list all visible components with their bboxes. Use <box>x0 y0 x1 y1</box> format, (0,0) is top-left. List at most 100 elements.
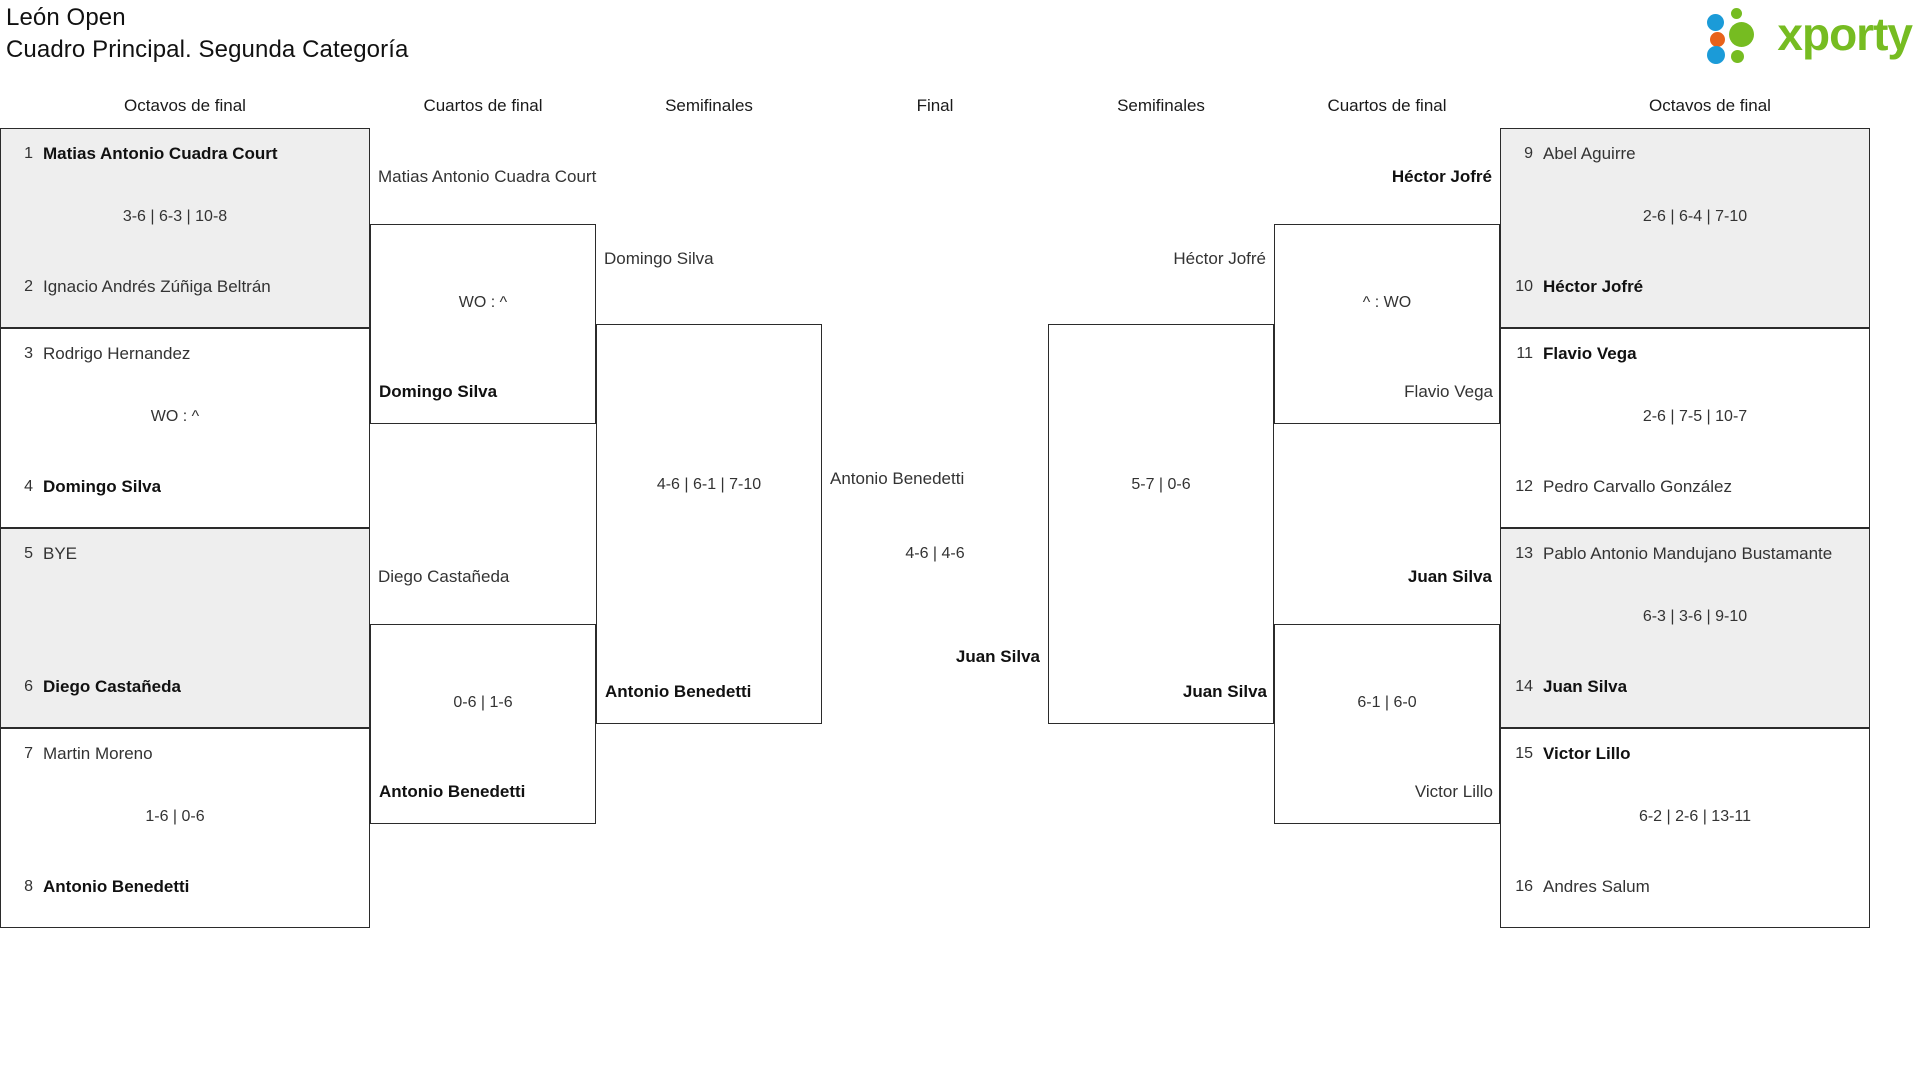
round-header-left-r16: Octavos de final <box>124 96 246 115</box>
round-header-final: Final <box>916 96 954 115</box>
qf-left-2-player-bottom: Antonio Benedetti <box>379 782 526 801</box>
match-player-top: 5 BYE <box>9 541 361 567</box>
player-name: Domingo Silva <box>43 477 162 496</box>
seed-number: 2 <box>24 278 33 295</box>
match-player-bottom: 16 Andres Salum <box>1509 874 1861 900</box>
match-box-final[interactable]: Antonio Benedetti 4-6 | 4-6 Juan Silva <box>822 424 1048 666</box>
qf-right-1-player-top: Héctor Jofré <box>1391 167 1492 186</box>
final-player-bottom: Juan Silva <box>955 647 1040 666</box>
player-name: Andres Salum <box>1543 877 1650 896</box>
match-box-right-r16-4[interactable]: 15 Victor Lillo 6-2 | 2-6 | 13-11 16 And… <box>1500 728 1870 928</box>
match-score: 4-6 | 4-6 <box>905 545 965 562</box>
match-player-bottom: 8 Antonio Benedetti <box>9 874 361 900</box>
qf-right-2-player-top: Juan Silva <box>1407 567 1492 586</box>
match-score: 2-6 | 7-5 | 10-7 <box>1642 408 1748 425</box>
match-player-top: 13 Pablo Antonio Mandujano Bustamante <box>1509 541 1861 567</box>
player-name: Pablo Antonio Mandujano Bustamante <box>1543 544 1833 563</box>
match-box-left-r16-3[interactable]: 5 BYE 6 Diego Castañeda <box>0 528 370 728</box>
xporty-logo[interactable]: xporty <box>1707 6 1913 64</box>
qf-left-1-player-top: Matias Antonio Cuadra Court <box>378 167 597 186</box>
match-score: 1-6 | 0-6 <box>145 808 205 825</box>
match-box-left-r16-4[interactable]: 7 Martin Moreno 1-6 | 0-6 8 Antonio Bene… <box>0 728 370 928</box>
player-name: Victor Lillo <box>1543 744 1631 763</box>
match-box-right-r16-1[interactable]: 9 Abel Aguirre 2-6 | 6-4 | 7-10 10 Hécto… <box>1500 128 1870 328</box>
qf-left-1-player-bottom: Domingo Silva <box>379 382 498 401</box>
sf-left-player-bottom: Antonio Benedetti <box>605 682 752 701</box>
match-score: 6-2 | 2-6 | 13-11 <box>1638 808 1752 825</box>
match-player-bottom: 4 Domingo Silva <box>9 474 361 500</box>
seed-number: 4 <box>24 478 33 495</box>
match-player-top: 9 Abel Aguirre <box>1509 141 1861 167</box>
seed-number: 8 <box>24 878 33 895</box>
match-player-top: 7 Martin Moreno <box>9 741 361 767</box>
match-score: 4-6 | 6-1 | 7-10 <box>656 476 762 493</box>
seed-number: 3 <box>24 345 33 362</box>
seed-number: 6 <box>24 678 33 695</box>
match-box-right-r16-3[interactable]: 13 Pablo Antonio Mandujano Bustamante 6-… <box>1500 528 1870 728</box>
match-player-top: 11 Flavio Vega <box>1509 341 1861 367</box>
match-player-top: 1 Matias Antonio Cuadra Court <box>9 141 361 167</box>
match-box-right-r16-2[interactable]: 11 Flavio Vega 2-6 | 7-5 | 10-7 12 Pedro… <box>1500 328 1870 528</box>
match-box-left-r16-1[interactable]: 1 Matias Antonio Cuadra Court 3-6 | 6-3 … <box>0 128 370 328</box>
player-name: Diego Castañeda <box>43 677 181 696</box>
logo-wordmark: xporty <box>1777 8 1913 60</box>
match-box-right-qf-2[interactable]: 6-1 | 6-0 Victor Lillo <box>1274 624 1500 824</box>
match-box-left-sf[interactable]: 4-6 | 6-1 | 7-10 Antonio Benedetti <box>596 324 822 724</box>
match-score: 2-6 | 6-4 | 7-10 <box>1642 208 1748 225</box>
match-score: 0-6 | 1-6 <box>453 694 513 711</box>
match-player-top: 15 Victor Lillo <box>1509 741 1861 767</box>
match-player-bottom: 6 Diego Castañeda <box>9 674 361 700</box>
match-box-left-qf-2[interactable]: 0-6 | 1-6 Antonio Benedetti <box>370 624 596 824</box>
round-header-left-sf: Semifinales <box>665 96 753 115</box>
match-player-top: 3 Rodrigo Hernandez <box>9 341 361 367</box>
match-box-left-qf-1[interactable]: WO : ^ Domingo Silva <box>370 224 596 424</box>
match-box-right-sf[interactable]: 5-7 | 0-6 Juan Silva <box>1048 324 1274 724</box>
seed-number: 9 <box>1524 145 1533 162</box>
seed-number: 13 <box>1515 545 1533 562</box>
qf-right-1-player-bottom: Flavio Vega <box>1404 382 1493 401</box>
seed-number: 15 <box>1515 745 1533 762</box>
match-player-bottom: 14 Juan Silva <box>1509 674 1861 700</box>
match-score: 6-1 | 6-0 <box>1357 694 1417 711</box>
seed-number: 11 <box>1516 345 1533 362</box>
round-header-right-r16: Octavos de final <box>1649 96 1771 115</box>
match-score: 5-7 | 0-6 <box>1131 476 1191 493</box>
seed-number: 12 <box>1515 478 1533 495</box>
seed-number: 14 <box>1515 678 1533 695</box>
sf-left-player-top: Domingo Silva <box>604 249 714 268</box>
qf-right-2-player-bottom: Victor Lillo <box>1414 782 1493 801</box>
round-header-right-qf: Cuartos de final <box>1327 96 1447 115</box>
player-name: BYE <box>43 544 78 563</box>
match-score: 6-3 | 3-6 | 9-10 <box>1642 608 1748 625</box>
match-box-right-qf-1[interactable]: ^ : WO Flavio Vega <box>1274 224 1500 424</box>
player-name: Rodrigo Hernandez <box>43 344 191 363</box>
player-name: Héctor Jofré <box>1543 277 1644 296</box>
player-name: Matias Antonio Cuadra Court <box>43 144 278 163</box>
player-name: Martin Moreno <box>43 744 153 763</box>
match-box-left-r16-2[interactable]: 3 Rodrigo Hernandez WO : ^ 4 Domingo Sil… <box>0 328 370 528</box>
logo-dots-icon <box>1707 8 1773 64</box>
page-header: León Open Cuadro Principal. Segunda Cate… <box>6 2 408 66</box>
final-player-top: Antonio Benedetti <box>830 469 965 488</box>
seed-number: 16 <box>1515 878 1533 895</box>
qf-left-2-player-top: Diego Castañeda <box>378 567 510 586</box>
match-player-bottom: 2 Ignacio Andrés Zúñiga Beltrán <box>9 274 361 300</box>
player-name: Pedro Carvallo González <box>1543 477 1732 496</box>
match-score: 3-6 | 6-3 | 10-8 <box>122 208 228 225</box>
player-name: Antonio Benedetti <box>43 877 190 896</box>
match-score: WO : ^ <box>150 408 200 425</box>
sf-right-player-bottom: Juan Silva <box>1182 682 1267 701</box>
tournament-subtitle: Cuadro Principal. Segunda Categoría <box>6 36 409 63</box>
seed-number: 1 <box>24 145 33 162</box>
match-player-bottom: 10 Héctor Jofré <box>1509 274 1861 300</box>
player-name: Flavio Vega <box>1543 344 1637 363</box>
match-score: ^ : WO <box>1362 294 1412 311</box>
player-name: Abel Aguirre <box>1543 144 1636 163</box>
match-player-bottom: 12 Pedro Carvallo González <box>1509 474 1861 500</box>
player-name: Juan Silva <box>1543 677 1628 696</box>
seed-number: 10 <box>1515 278 1533 295</box>
sf-right-player-top: Héctor Jofré <box>1173 249 1266 268</box>
tournament-title: León Open <box>6 4 126 31</box>
player-name: Ignacio Andrés Zúñiga Beltrán <box>43 277 271 296</box>
